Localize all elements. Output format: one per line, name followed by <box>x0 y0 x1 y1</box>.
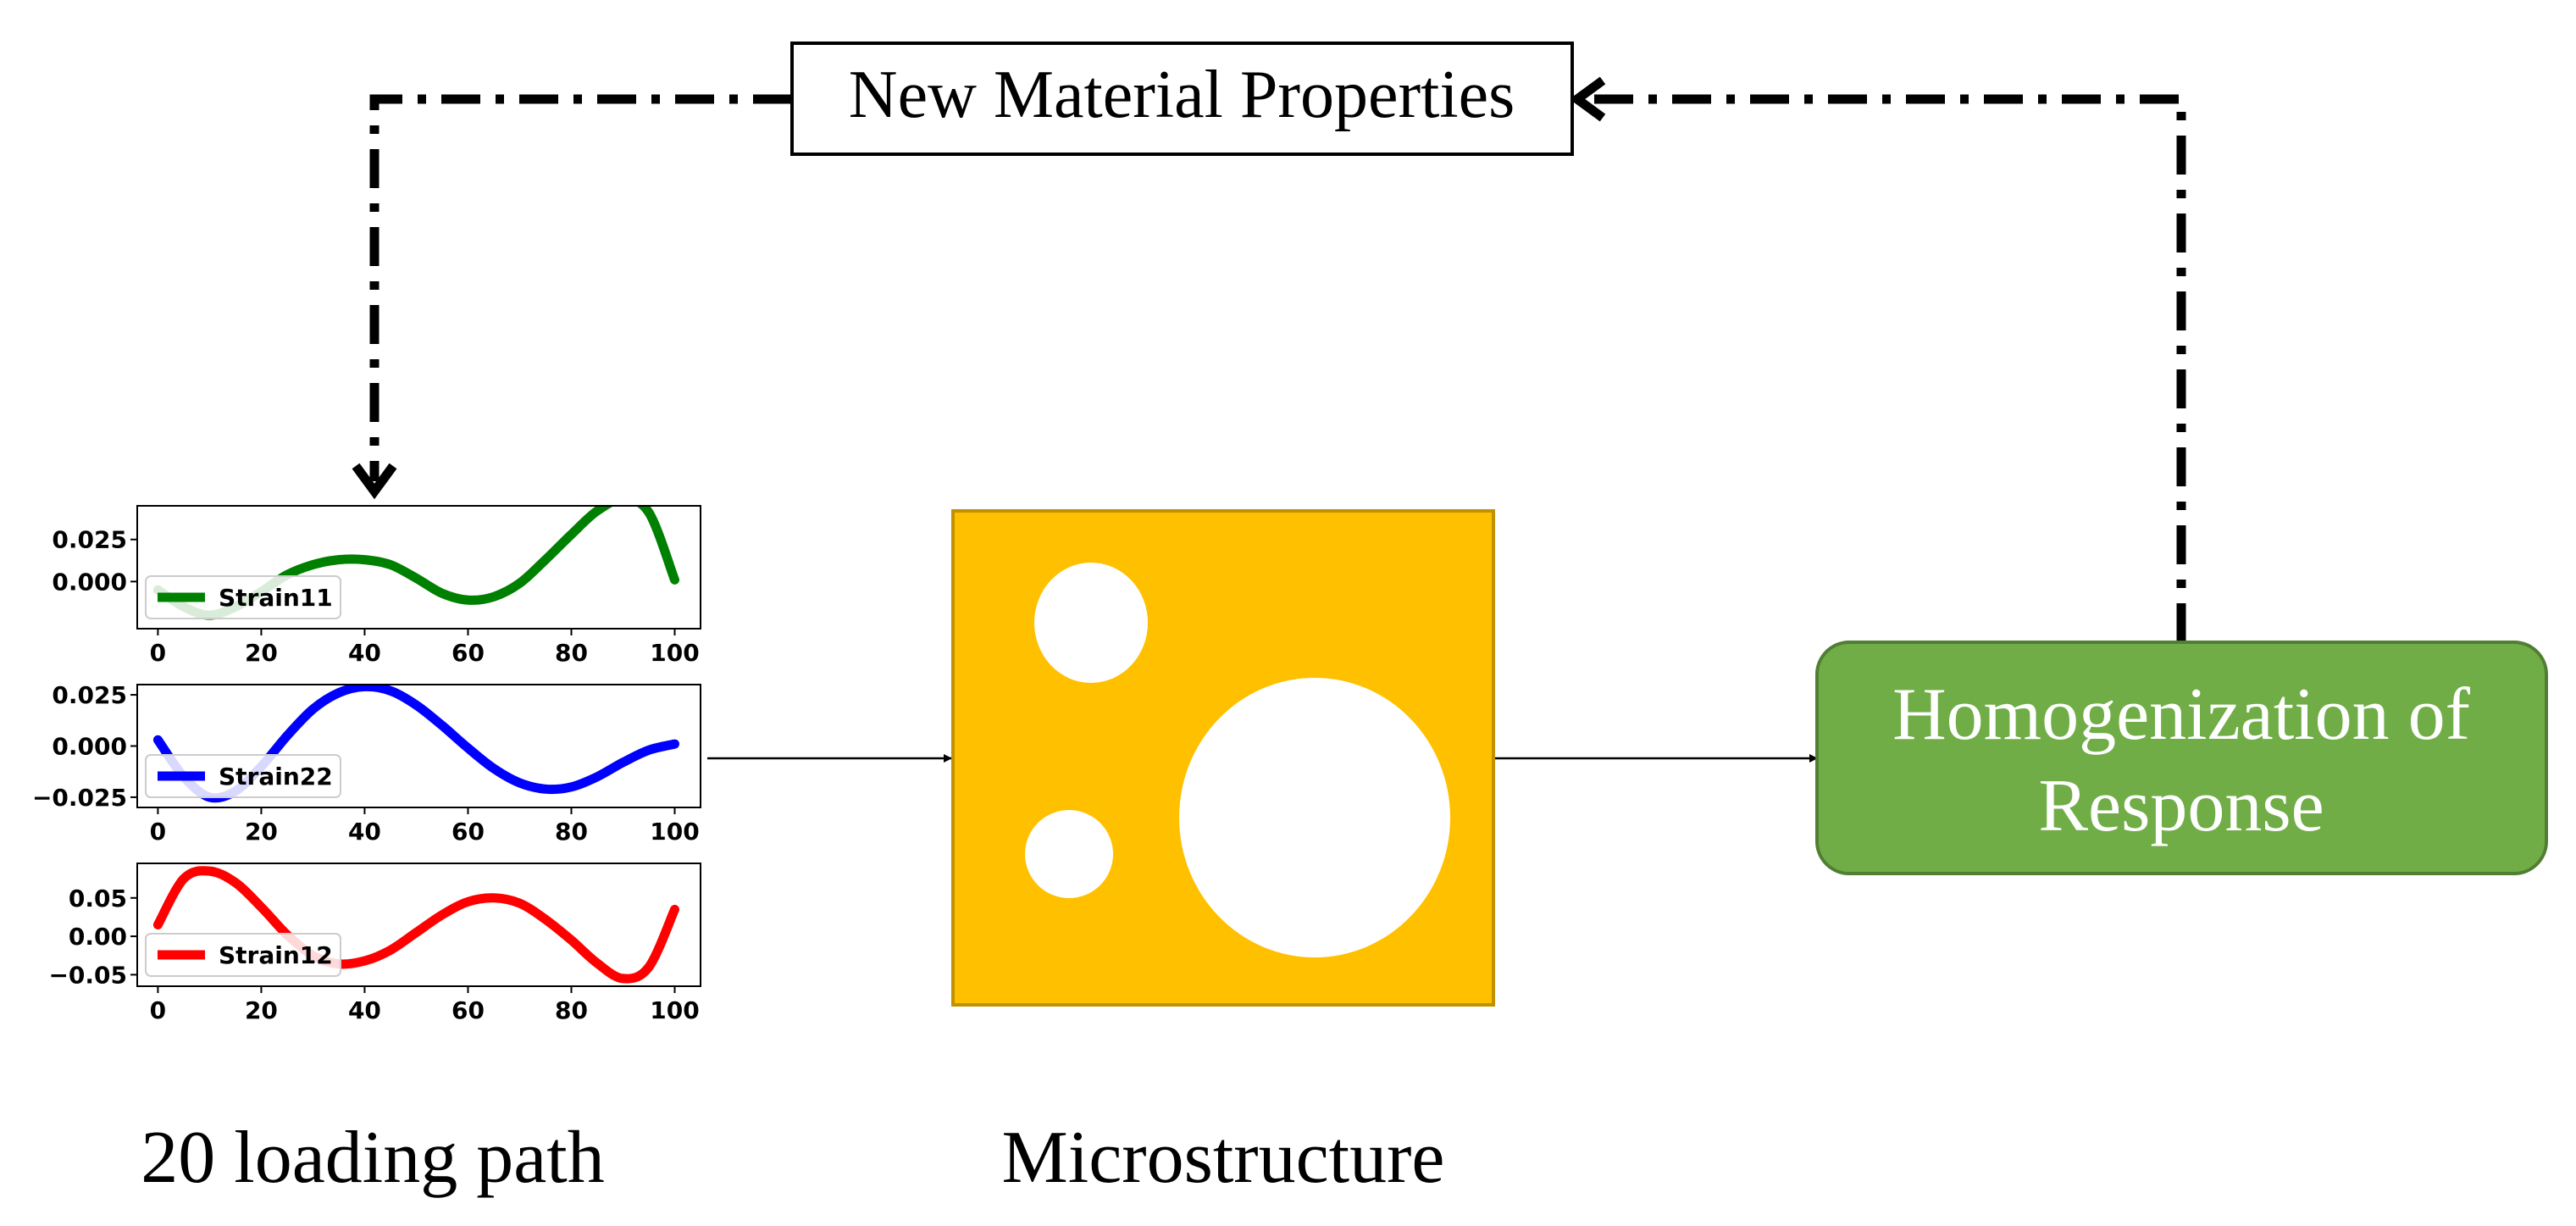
homogenization-label-line2: Response <box>2038 765 2324 847</box>
x-tick-label: 60 <box>451 996 485 1024</box>
legend-label: Strain12 <box>219 941 333 969</box>
x-tick-label: 20 <box>245 818 278 846</box>
x-tick-label: 0 <box>150 639 166 667</box>
legend: Strain12 <box>145 933 341 977</box>
x-tick-label: 100 <box>650 639 699 667</box>
legend-box <box>145 754 341 798</box>
new-material-properties-label: New Material Properties <box>849 58 1515 132</box>
legend: Strain11 <box>145 575 341 619</box>
y-tick-label: 0.025 <box>52 526 127 554</box>
x-tick-label: 80 <box>555 639 588 667</box>
y-tick-label: −0.05 <box>48 961 127 989</box>
x-tick-label: 40 <box>348 818 381 846</box>
x-tick-label: 80 <box>555 996 588 1024</box>
homogenization-box: Homogenization of Response <box>1815 641 2548 875</box>
y-tick-label: 0.00 <box>69 923 127 951</box>
new-material-properties-box: New Material Properties <box>790 42 1574 156</box>
x-tick-label: 60 <box>451 639 485 667</box>
x-tick-label: 0 <box>150 996 166 1024</box>
feedback-loop <box>352 76 2186 642</box>
void-large <box>1179 678 1450 957</box>
feedback-line-left <box>369 94 792 481</box>
chart-3: 0 20 40 60 80 100 0.05 0.00 −0.05 Strain12 <box>48 863 701 1024</box>
series-line-strain12 <box>152 866 679 984</box>
feedback-arrowhead-left <box>1569 76 1606 122</box>
feedback-line-right <box>1593 94 2186 642</box>
x-tick-label: 20 <box>245 996 278 1024</box>
x-tick-label: 0 <box>150 818 166 846</box>
chart-frame <box>136 505 701 630</box>
y-tick-label: 0.000 <box>52 568 127 596</box>
legend-label: Strain22 <box>219 763 333 791</box>
y-tick-label: 0.000 <box>52 733 127 761</box>
feedback-arrowhead-down <box>352 463 397 500</box>
legend-label: Strain11 <box>219 584 333 612</box>
x-tick-label: 40 <box>348 639 381 667</box>
microstructure-caption: Microstructure <box>1002 1117 1445 1199</box>
chart-frame <box>136 863 701 987</box>
homogenization-label-line1: Homogenization of <box>1892 674 2471 756</box>
legend-box <box>145 575 341 619</box>
x-tick-label: 80 <box>555 818 588 846</box>
void-small-top <box>1034 563 1148 683</box>
microstructure <box>951 509 1495 1007</box>
legend-box <box>145 933 341 977</box>
x-tick-label: 40 <box>348 996 381 1024</box>
y-tick-label: 0.025 <box>52 681 127 709</box>
y-tick-label: −0.025 <box>32 784 127 812</box>
x-tick-label: 20 <box>245 639 278 667</box>
legend: Strain22 <box>145 754 341 798</box>
loading-path-caption: 20 loading path <box>141 1117 604 1199</box>
x-tick-label: 100 <box>650 996 699 1024</box>
homogenization-box-shape <box>1815 641 2548 875</box>
y-tick-label: 0.05 <box>69 885 127 913</box>
x-tick-label: 60 <box>451 818 485 846</box>
void-small-bottom <box>1025 810 1113 898</box>
chart-2: 0 20 40 60 80 100 0.025 0.000 −0.025 Strain22 <box>32 681 701 846</box>
x-tick-label: 100 <box>650 818 699 846</box>
